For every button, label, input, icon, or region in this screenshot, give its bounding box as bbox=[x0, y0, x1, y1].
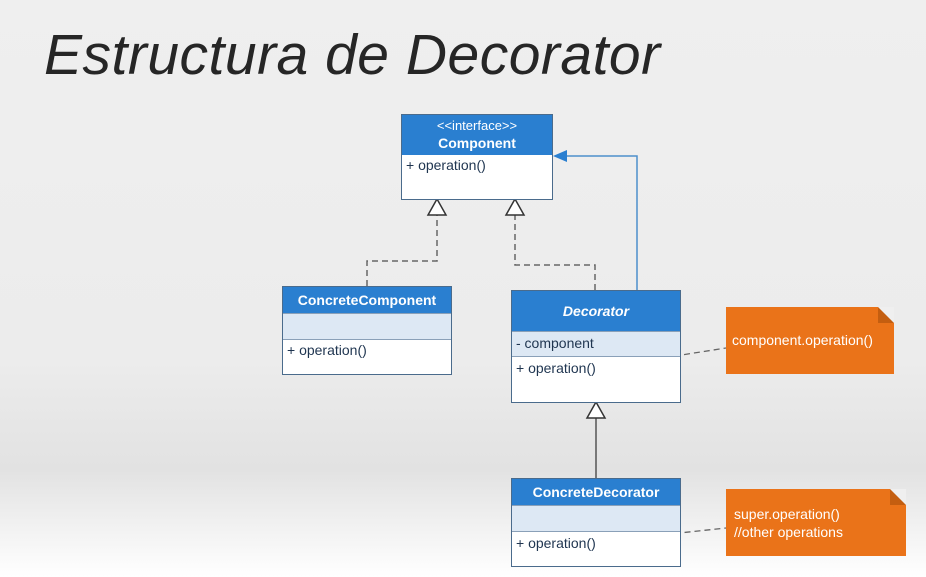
note-concrete-decorator: super.operation() //other operations bbox=[726, 489, 906, 556]
class-component: <<interface>> Component + operation() bbox=[401, 114, 553, 200]
association-arrowhead bbox=[553, 150, 567, 162]
note-fold bbox=[878, 307, 894, 323]
field-row: - component bbox=[512, 331, 680, 356]
association-line-decorator-component bbox=[566, 155, 638, 290]
class-concrete-decorator: ConcreteDecorator + operation() bbox=[511, 478, 681, 567]
class-component-header: <<interface>> Component bbox=[402, 115, 552, 155]
class-decorator: Decorator - component + operation() bbox=[511, 290, 681, 403]
class-name: ConcreteDecorator bbox=[512, 479, 680, 505]
page-title: Estructura de Decorator bbox=[44, 23, 661, 87]
note-decorator: component.operation() bbox=[726, 307, 894, 374]
class-concrete-component: ConcreteComponent + operation() bbox=[282, 286, 452, 375]
operation-row: + operation() bbox=[512, 531, 680, 554]
inheritance-arrowhead bbox=[585, 400, 607, 419]
operation-row: + operation() bbox=[402, 155, 552, 175]
operation-row: + operation() bbox=[512, 356, 680, 379]
realization-arrowhead-concrete-component bbox=[426, 197, 448, 216]
operation-row: + operation() bbox=[283, 339, 451, 360]
realization-arrowhead-decorator bbox=[504, 197, 526, 216]
class-name: Component bbox=[438, 135, 516, 151]
class-name: Decorator bbox=[512, 291, 680, 331]
note-fold bbox=[890, 489, 906, 505]
note-text: component.operation() bbox=[732, 332, 873, 348]
class-name: ConcreteComponent bbox=[283, 287, 451, 313]
attributes-section bbox=[283, 313, 451, 339]
realization-line-decorator bbox=[514, 215, 596, 290]
note-text-line-1: super.operation() bbox=[734, 506, 840, 522]
stereotype-label: <<interface>> bbox=[436, 118, 518, 133]
attributes-section bbox=[512, 505, 680, 531]
realization-line-concrete-component bbox=[366, 215, 438, 286]
note-text-line-2: //other operations bbox=[734, 524, 843, 540]
